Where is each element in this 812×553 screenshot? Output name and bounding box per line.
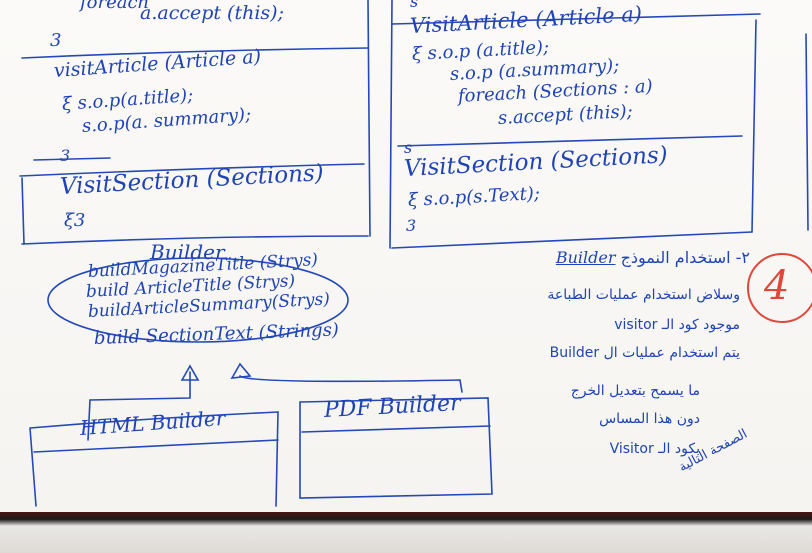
html-box-divider — [33, 439, 279, 453]
right-brace-close-2: 3 — [406, 216, 417, 235]
html-box — [29, 411, 279, 507]
right-top-s: s — [410, 0, 419, 11]
arabic-heading-text: ٢- استخدام النموذج — [620, 248, 750, 267]
arabic-line-6: بكود الـ Visitor — [609, 441, 700, 457]
left-box-divider-1 — [21, 47, 369, 59]
arabic-line-4: ما يسمح بتعديل الخرج — [570, 383, 700, 399]
right-box-left-edge — [389, 0, 393, 249]
page-bottom-edge — [0, 512, 812, 553]
arrow-from-html — [87, 371, 191, 441]
arabic-line-5: دون هذا المساس — [599, 411, 700, 427]
left-accept: a.accept (this); — [140, 2, 284, 24]
arabic-line-1: وسلاض استخدام عمليات الطباعة — [547, 287, 740, 303]
left-box-divider-2 — [19, 163, 365, 177]
left-brace-close-2: 3 — [60, 146, 71, 165]
notebook-page — [0, 0, 812, 512]
circle-4 — [747, 253, 812, 323]
builder-ellipse — [47, 257, 349, 343]
right-box-divider — [397, 135, 743, 147]
left-box-bottom — [21, 235, 369, 245]
circled-number: 4 — [764, 263, 790, 309]
pdf-box — [299, 397, 493, 499]
left-empty-braces: ξ3 — [64, 210, 86, 231]
arabic-line-2: موجود كود الـ visitor — [614, 317, 740, 333]
left-foreach: foreach — [80, 0, 150, 13]
left-brace-close: 3 — [50, 30, 62, 51]
arabic-heading-word: Builder — [555, 248, 616, 267]
page-right-edge — [805, 33, 809, 231]
left-box-divider-3 — [33, 157, 111, 161]
left-box-left-edge — [21, 177, 25, 245]
right-box-top — [391, 13, 761, 25]
arabic-line-3: يتم استخدام عمليات ال Builder — [549, 345, 740, 361]
pdf-box-divider — [301, 425, 491, 433]
right-brace-close: s — [404, 138, 413, 157]
right-box-bottom — [391, 231, 753, 249]
ink-strokes — [19, 0, 812, 507]
left-box-right-edge — [367, 0, 371, 237]
arrow-head-1 — [180, 364, 200, 381]
arrow-from-pdf — [239, 375, 463, 393]
builder-title: Builder — [150, 240, 225, 264]
arabic-heading: ٢- استخدام النموذج Builder — [500, 250, 750, 266]
arrow-head-2 — [230, 362, 252, 379]
right-box-right-edge — [751, 19, 757, 233]
